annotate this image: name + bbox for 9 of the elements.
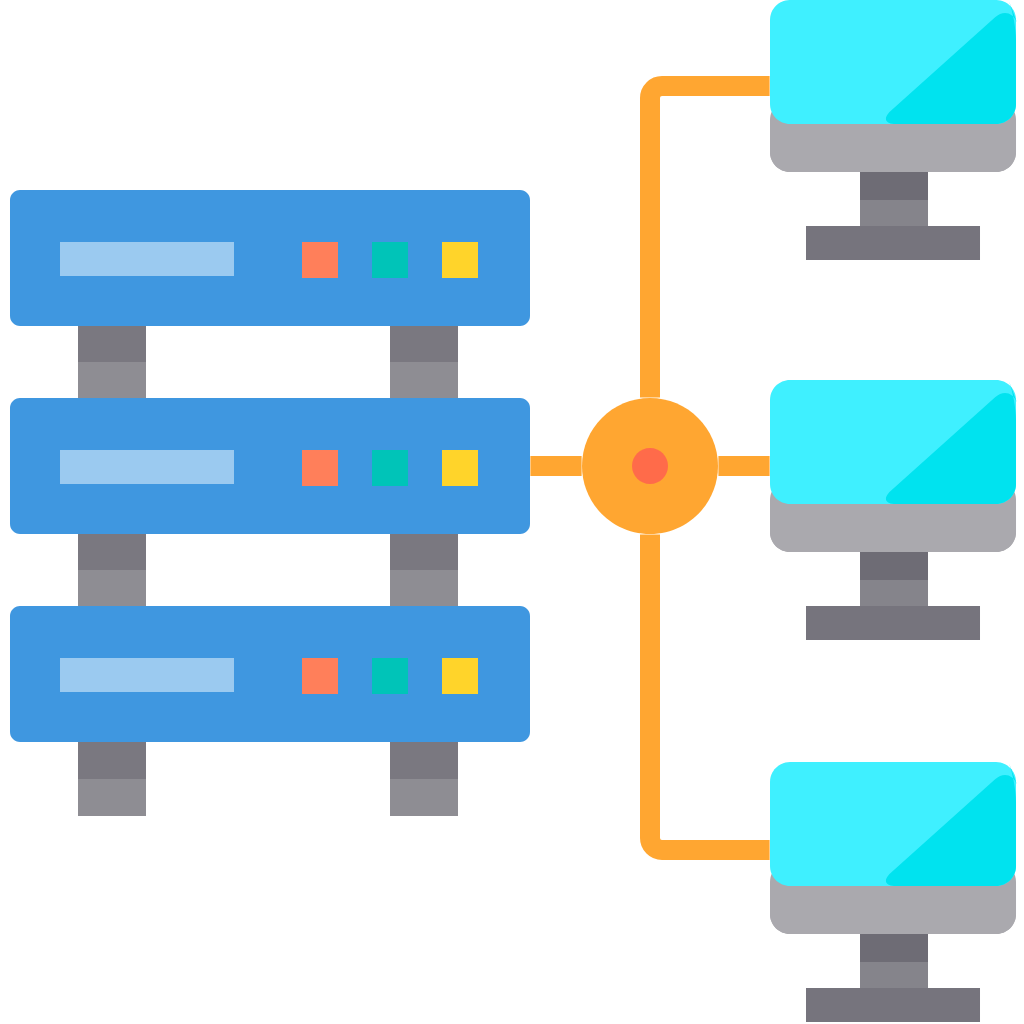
connector-line [718,456,770,476]
connector-line [640,76,770,398]
monitor-drawing [770,0,1018,260]
connector-line [530,456,582,476]
connector-line [640,534,770,860]
hub-circle [582,398,718,534]
monitor-drawing [770,380,1018,640]
server-rack-drawing [10,190,530,816]
monitor-drawing [770,762,1018,1022]
